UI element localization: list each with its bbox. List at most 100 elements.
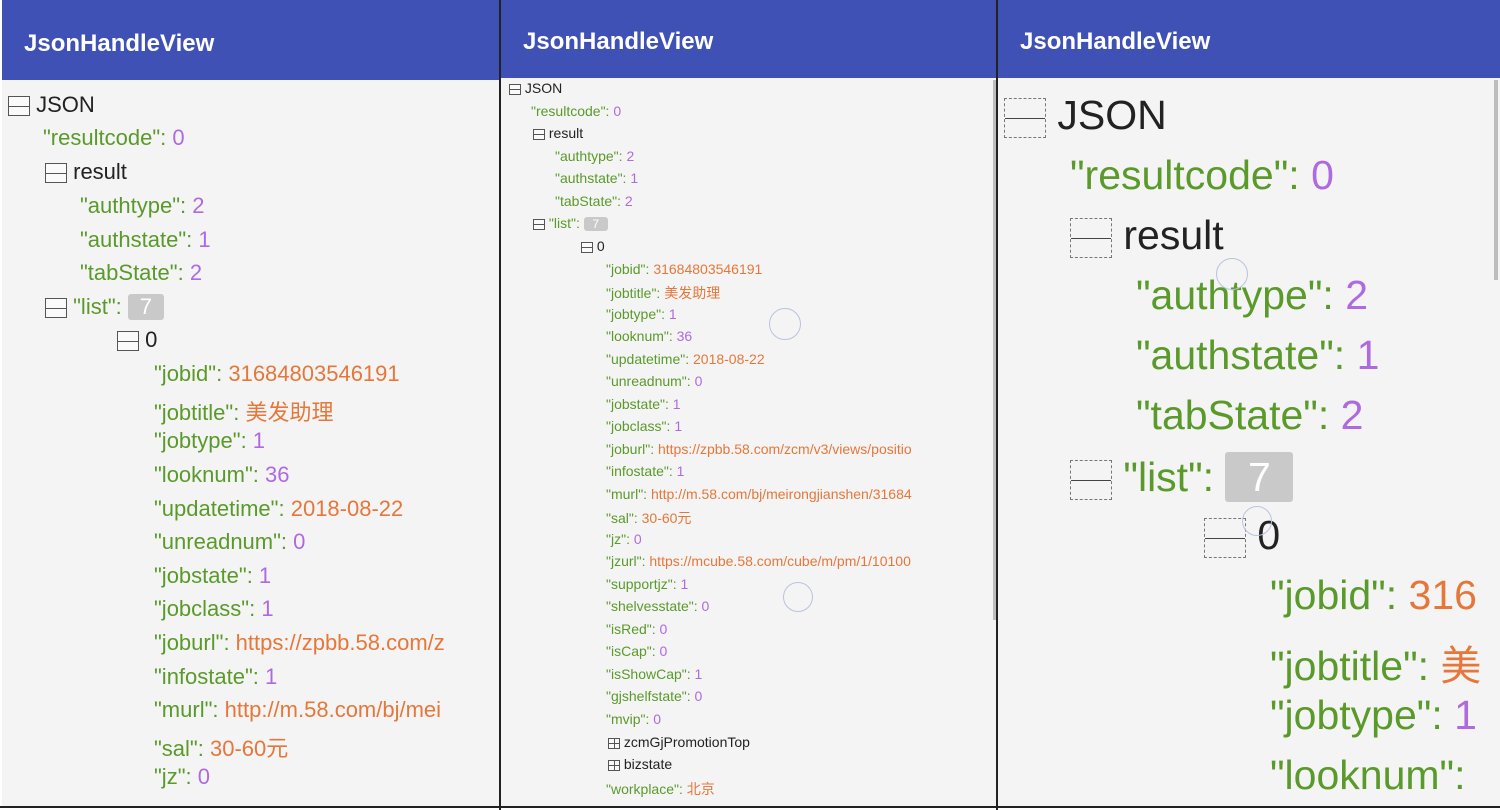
json-string-value: 30-60元: [209, 736, 289, 761]
json-tree[interactable]: JSON "resultcode": 0 result "authtype": …: [501, 78, 996, 808]
json-key: "isRed": [606, 621, 652, 637]
tree-row-authtype: "authtype": 2: [1136, 272, 1368, 319]
json-key: "updatetime": [154, 496, 279, 521]
key-value-separator: :: [605, 103, 614, 119]
json-key: "tabState": [555, 193, 618, 209]
json-number-value: 0: [1311, 152, 1334, 198]
node-label: JSON: [524, 80, 563, 96]
collapse-icon[interactable]: [117, 331, 139, 352]
json-key: "supportjz": [606, 576, 673, 592]
tree-row-infostate: "infostate": 1: [606, 463, 684, 479]
tree-node-list[interactable]: "list": 7: [533, 215, 608, 231]
key-value-separator: :: [656, 285, 665, 301]
tree-row-murl: "murl": http://m.58.com/bj/meirongjiansh…: [606, 486, 912, 502]
tree-row-infostate: "infostate": 1: [154, 664, 277, 690]
json-number-value: 0: [659, 643, 668, 659]
tree-row-joburl: "joburl": https://zpbb.58.com/zcm/v3/vie…: [606, 441, 912, 457]
collapse-icon[interactable]: [509, 83, 521, 95]
tree-node-result[interactable]: result: [533, 125, 583, 141]
json-string-value: 30-60元: [641, 510, 692, 526]
json-key: "list": [1123, 454, 1203, 500]
key-value-separator: :: [672, 576, 681, 592]
key-value-separator: :: [693, 598, 702, 614]
scrollbar[interactable]: [1494, 80, 1498, 280]
tree-row-shelvesstate: "shelvesstate": 0: [606, 598, 709, 614]
key-value-separator: :: [575, 215, 584, 231]
node-label: 0: [596, 238, 605, 254]
tree-row-looknum: "looknum":: [1270, 752, 1466, 799]
tree-row-isshowcap: "isShowCap": 1: [606, 666, 702, 682]
collapse-icon[interactable]: [45, 163, 67, 184]
tree-node-result[interactable]: result: [1070, 212, 1224, 259]
tree-node-root[interactable]: JSON: [8, 92, 95, 118]
json-tree[interactable]: JSON "resultcode": 0 result "authtype": …: [998, 78, 1500, 808]
key-value-separator: :: [1202, 454, 1226, 500]
json-key: "jobstate": [606, 396, 665, 412]
collapse-icon[interactable]: [8, 96, 30, 117]
json-key: "authstate": [555, 170, 623, 186]
json-key: "authstate": [80, 227, 187, 252]
json-key: "infostate": [154, 664, 253, 689]
tree-node-list[interactable]: "list": 7: [1070, 452, 1294, 502]
tree-row-authstate: "authstate": 1: [1136, 332, 1379, 379]
json-string-value: 316: [1408, 572, 1477, 618]
collapse-icon[interactable]: [533, 128, 545, 140]
collapse-icon[interactable]: [1004, 98, 1046, 139]
json-number-value: 1: [676, 463, 685, 479]
json-key: "jobstate": [154, 563, 247, 588]
tree-node-zcmgjpromotiontop[interactable]: zcmGjPromotionTop: [608, 734, 750, 750]
json-key: "jobtitle": [606, 285, 657, 301]
key-value-separator: :: [686, 373, 695, 389]
touch-indicator: [783, 582, 813, 612]
tree-node-bizstate[interactable]: bizstate: [608, 756, 672, 772]
node-label: zcmGjPromotionTop: [623, 734, 750, 750]
tree-node-root[interactable]: JSON: [1004, 92, 1167, 139]
tree-node-root[interactable]: JSON: [509, 80, 562, 96]
scrollbar[interactable]: [993, 80, 996, 620]
collapse-icon[interactable]: [1070, 218, 1112, 259]
node-label: result: [73, 159, 127, 184]
tree-node-result[interactable]: result: [45, 159, 127, 185]
app-bar: JsonHandleView: [501, 0, 996, 78]
collapse-icon[interactable]: [581, 241, 593, 253]
key-value-separator: :: [641, 553, 650, 569]
tree-row-gjshelfstate: "gjshelfstate": 0: [606, 688, 702, 704]
tree-node-list[interactable]: "list": 7: [45, 294, 164, 320]
tree-row-jobid: "jobid": 31684803546191: [606, 261, 762, 277]
tree-row-jobtitle: "jobtitle": 美发助理: [606, 283, 720, 303]
json-string-value: 31684803546191: [228, 361, 400, 386]
collapse-icon[interactable]: [533, 218, 545, 230]
key-value-separator: :: [617, 193, 625, 209]
json-key: "jobtitle": [1270, 643, 1418, 689]
count-badge: 7: [583, 217, 608, 231]
touch-indicator: [1242, 506, 1272, 536]
json-tree[interactable]: JSON "resultcode": 0 result "authtype": …: [2, 80, 500, 808]
expand-icon[interactable]: [608, 737, 620, 749]
key-value-separator: :: [650, 441, 658, 457]
json-viewer-panel-3: JsonHandleView JSON "resultcode": 0 resu…: [998, 0, 1500, 808]
json-key: "unreadnum": [606, 373, 687, 389]
tree-row-jobtitle: "jobtitle": 美发助理: [154, 395, 333, 427]
key-value-separator: :: [1317, 392, 1341, 438]
json-viewer-panel-1: JsonHandleView JSON "resultcode": 0 resu…: [2, 0, 500, 808]
tree-row-jobid: "jobid": 31684803546191: [154, 361, 400, 387]
tree-row-jobtitle: "jobtitle": 美: [1270, 632, 1481, 692]
tree-row-isred: "isRed": 0: [606, 621, 667, 637]
json-key: "list": [548, 215, 576, 231]
json-number-value: 0: [701, 598, 710, 614]
json-number-value: 1: [630, 170, 639, 186]
json-number-value: 1: [252, 428, 266, 453]
tree-row-jobstate: "jobstate": 1: [154, 563, 271, 589]
collapse-icon[interactable]: [1070, 460, 1112, 501]
tree-row-iscap: "isCap": 0: [606, 643, 667, 659]
json-key: "resultcode": [43, 125, 161, 150]
tree-node-item-0[interactable]: 0: [117, 327, 157, 353]
json-key: "jobtitle": [154, 400, 234, 425]
collapse-icon[interactable]: [1204, 518, 1246, 559]
json-string-value: http://m.58.com/bj/mei: [224, 697, 442, 722]
json-key: "authstate": [1136, 332, 1334, 378]
expand-icon[interactable]: [608, 759, 620, 771]
collapse-icon[interactable]: [45, 298, 67, 319]
tree-node-item-0[interactable]: 0: [581, 238, 605, 254]
json-key: "jobid": [1270, 572, 1386, 618]
